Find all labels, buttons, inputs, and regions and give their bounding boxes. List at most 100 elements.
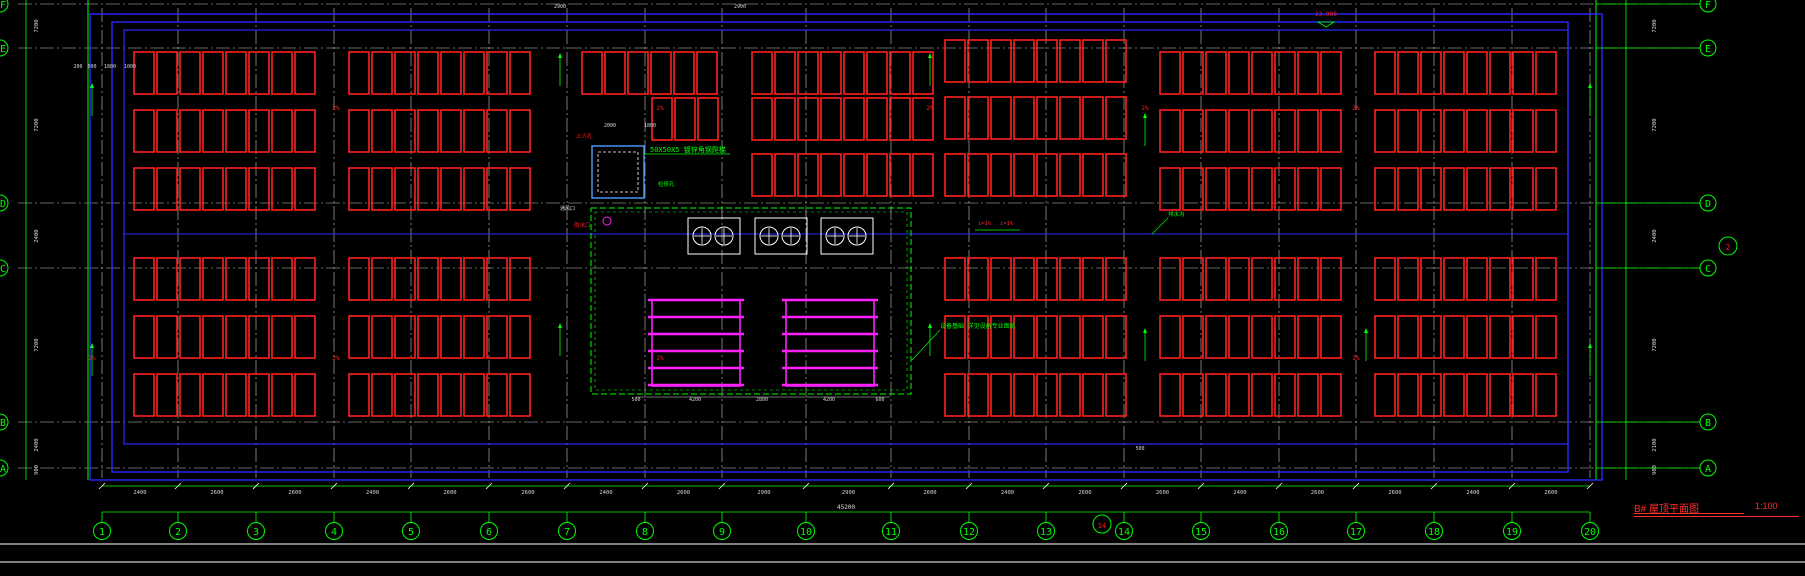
small-dimension-4: 2900 (554, 4, 566, 10)
axis-label-left-A: A (0, 464, 6, 475)
dim-tick-7 (641, 482, 649, 490)
array-center-b-row-0-panel-0 (751, 51, 773, 95)
array-1-row-5-panel-0 (348, 373, 370, 417)
array-1-row-5-panel-1 (371, 373, 393, 417)
array-center-c-low-row-2-panel-1 (967, 373, 989, 417)
axis-label-15: 15 (1195, 527, 1207, 538)
bay-dimension-4: 2600 (443, 490, 456, 496)
axis-bubble-19 (1503, 522, 1521, 540)
slope-arrowhead-1 (558, 323, 562, 328)
bay-dimension-12: 2600 (1078, 490, 1091, 496)
roof-drain-label: 排水沟 (1168, 210, 1185, 218)
array-1-row-5-panel-3 (417, 373, 439, 417)
array-center-c-low-row-2-panel-5 (1059, 373, 1081, 417)
axis-label-4: 4 (331, 527, 337, 538)
array-3-row-3-panel-4 (1466, 257, 1488, 301)
array-3-row-0-panel-5 (1489, 51, 1511, 95)
bay-dimension-13: 2600 (1156, 490, 1169, 496)
array-0-row-0-panel-3 (202, 51, 224, 95)
array-3-row-2-panel-6 (1512, 167, 1534, 211)
array-1-row-5-panel-4 (440, 373, 462, 417)
array-center-c-row-2-panel-2 (990, 153, 1012, 197)
axis-label-16: 16 (1273, 527, 1285, 538)
array-0-row-2-panel-5 (248, 167, 270, 211)
axis-label-8: 8 (642, 527, 648, 538)
array-1-row-3-panel-6 (486, 257, 508, 301)
array-center-c-row-1-panel-7 (1105, 96, 1127, 140)
array-2-row-5-panel-0 (1159, 373, 1181, 417)
array-2-row-1-panel-6 (1297, 109, 1319, 153)
axis-label-right-B: B (1705, 418, 1711, 429)
array-0-row-3-panel-1 (156, 257, 178, 301)
axis-bubble-right-C (1699, 259, 1717, 277)
array-center-c-row-1-panel-6 (1082, 96, 1104, 140)
array-2-row-0-panel-7 (1320, 51, 1342, 95)
axis-label-5: 5 (408, 527, 414, 538)
array-center-c-low-row-0-panel-6 (1082, 257, 1104, 301)
array-1-row-3-panel-4 (440, 257, 462, 301)
array-center-a-row-0-panel-3 (650, 51, 672, 95)
array-2-row-3-panel-3 (1228, 257, 1250, 301)
parapet-inner (123, 29, 1569, 445)
array-1-row-2-panel-2 (394, 167, 416, 211)
axis-label-9: 9 (719, 527, 725, 538)
drawing-scale: 1:100 (1755, 501, 1778, 511)
array-center-c-row-2-panel-3 (1013, 153, 1035, 197)
axis-bubble-16 (1270, 522, 1288, 540)
bay-dimension-11: 2400 (1001, 490, 1014, 496)
array-0-row-0-panel-5 (248, 51, 270, 95)
array-3-row-1-panel-5 (1489, 109, 1511, 153)
array-0-row-0-panel-0 (133, 51, 155, 95)
hatch-sub: 检修孔 (658, 180, 675, 188)
solar-panel-arrays (133, 39, 1557, 417)
array-3-row-3-panel-1 (1397, 257, 1419, 301)
array-2-row-5-panel-6 (1297, 373, 1319, 417)
dim-tick-8 (718, 482, 726, 490)
array-0-row-4-panel-7 (294, 315, 316, 359)
array-center-c-low-row-1-panel-3 (1013, 315, 1035, 359)
bay-dimension-3: 2400 (366, 490, 379, 496)
array-1-row-0-panel-0 (348, 51, 370, 95)
bay-dimension-1: 2600 (210, 490, 223, 496)
array-3-row-0-panel-2 (1420, 51, 1442, 95)
right-dimension-0: 7200 (1652, 19, 1658, 32)
array-1-row-4-panel-7 (509, 315, 531, 359)
slope-tag-0: 2% (332, 105, 340, 112)
array-0-row-2-panel-6 (271, 167, 293, 211)
array-center-b-row-0-panel-2 (797, 51, 819, 95)
array-1-row-2-panel-7 (509, 167, 531, 211)
array-1-row-2-panel-5 (463, 167, 485, 211)
array-0-row-2-panel-0 (133, 167, 155, 211)
axis-bubble-14 (1115, 522, 1133, 540)
array-center-a-row-0-panel-2 (627, 51, 649, 95)
dim-tick-3 (330, 482, 338, 490)
array-center-b-row-1-panel-4 (843, 97, 865, 141)
dim-tick-17 (1430, 482, 1438, 490)
array-2-row-0-panel-0 (1159, 51, 1181, 95)
array-3-row-5-panel-0 (1374, 373, 1396, 417)
array-1-row-4-panel-3 (417, 315, 439, 359)
array-0-row-3-panel-7 (294, 257, 316, 301)
array-center-a-row-1-panel-2 (697, 97, 719, 141)
array-1-row-1-panel-2 (394, 109, 416, 153)
bay-dimension-6: 2400 (599, 490, 612, 496)
equipment-dimension-3: 500 (631, 397, 640, 403)
array-1-row-2-panel-6 (486, 167, 508, 211)
array-2-row-3-panel-0 (1159, 257, 1181, 301)
axis-label-11: 11 (885, 527, 897, 538)
array-2-row-2-panel-3 (1228, 167, 1250, 211)
array-0-row-5-panel-2 (179, 373, 201, 417)
axis-bubble-12 (960, 522, 978, 540)
array-center-c-row-2-panel-4 (1036, 153, 1058, 197)
bay-dimension-9: 2900 (842, 490, 855, 496)
array-3-row-1-panel-7 (1535, 109, 1557, 153)
parapet-mid (111, 21, 1569, 473)
array-3-row-4-panel-1 (1397, 315, 1419, 359)
array-center-a-row-0-panel-4 (673, 51, 695, 95)
dim-tick-9 (802, 482, 810, 490)
array-center-c-row-1-panel-3 (1013, 96, 1035, 140)
slope-arrowhead-8 (1588, 343, 1592, 348)
axis-bubble-5 (402, 522, 420, 540)
